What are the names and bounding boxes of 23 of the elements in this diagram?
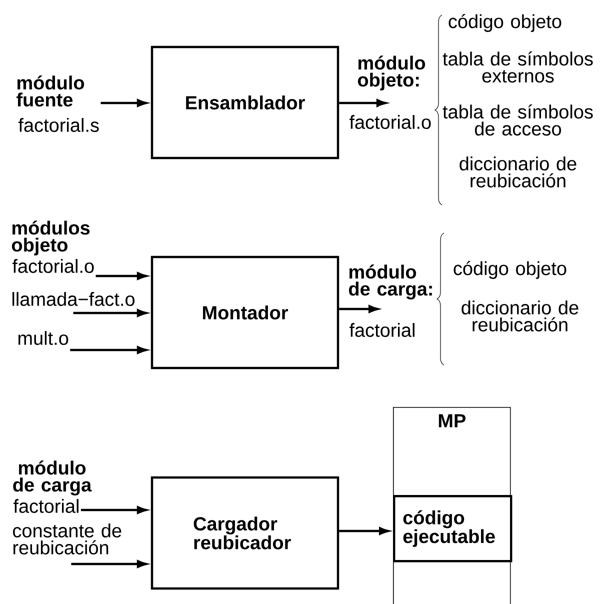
file-label: llamada−fact.o [12,292,134,306]
file-label: factorial.o [12,259,94,273]
list-item: tabla de símbolos externos [442,51,593,83]
process-box: Montador [150,256,340,370]
file-label: constante de reubicación [13,524,122,554]
file-label: factorial.o [349,115,431,129]
heading-label: módulo de carga [13,460,92,496]
heading-label: módulos objeto [12,220,90,256]
file-label: factorial [13,499,78,513]
process-box: Ensamblador [150,46,340,160]
list-item: código objeto [454,261,566,279]
heading-label: módulo de carga: [349,264,432,300]
heading-label: módulo fuente [16,75,84,107]
file-label: factorial [349,323,414,337]
process-box: Cargador reubicador [150,476,340,590]
list-item: código objeto [448,14,562,32]
list-item: diccionario de reubicación [460,156,576,188]
heading-label: módulo objeto: [358,56,426,90]
list-item: tabla de símbolos de acceso [442,104,593,136]
memory-block: código ejecutable [393,495,512,562]
list-item: diccionario de reubicación [462,300,578,332]
file-label: factorial.s [18,118,99,132]
file-label: mult.o [18,331,68,345]
